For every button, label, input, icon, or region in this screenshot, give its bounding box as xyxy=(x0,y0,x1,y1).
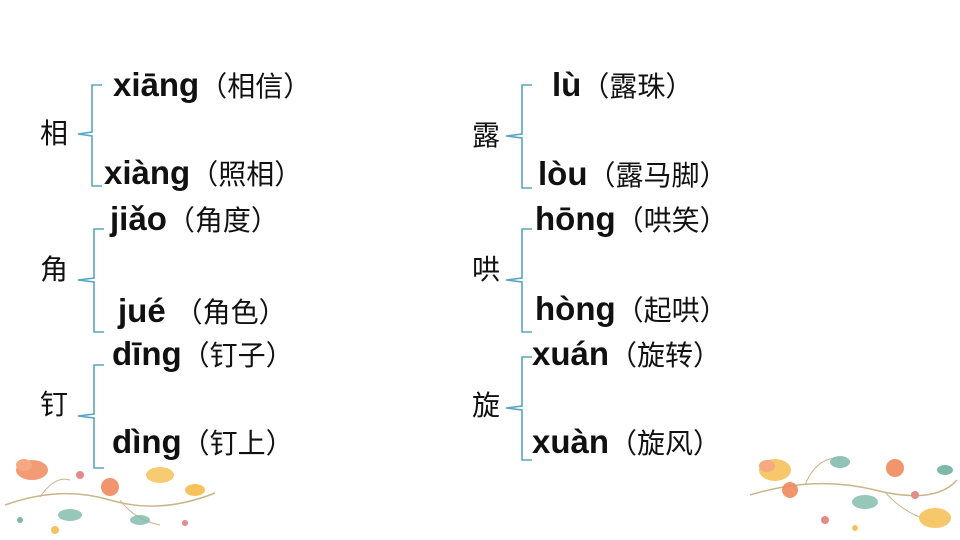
character: 哄 xyxy=(472,253,501,286)
pinyin: jué xyxy=(118,292,166,329)
reading-entry: hōng（哄笑） xyxy=(535,199,728,239)
character: 旋 xyxy=(472,389,501,422)
pinyin: jiǎo xyxy=(110,200,167,237)
reading-entry: lù（露珠） xyxy=(552,65,693,105)
pinyin: dīng xyxy=(112,335,182,372)
example-word: （哄笑） xyxy=(615,204,728,237)
reading-entry: hòng（起哄） xyxy=(535,289,728,329)
example-word: （旋风） xyxy=(609,427,722,460)
pinyin: hōng xyxy=(535,200,616,237)
floral-decoration-left xyxy=(4,459,216,534)
reading-entry: dīng（钉子） xyxy=(112,334,294,374)
character: 角 xyxy=(40,253,69,286)
bracket xyxy=(505,84,532,189)
reading-entry: jiǎo（角度） xyxy=(110,199,279,239)
character: 露 xyxy=(472,119,501,152)
pinyin: hòng xyxy=(535,290,616,327)
pinyin: xuàn xyxy=(532,423,610,460)
example-word: （露珠） xyxy=(581,70,694,103)
floral-decoration-right xyxy=(749,456,958,531)
pinyin: lù xyxy=(552,66,582,103)
example-word: （相信） xyxy=(199,70,312,103)
example-word: （旋转） xyxy=(609,339,722,372)
bracket xyxy=(77,364,104,469)
reading-entry: jué （角色） xyxy=(118,291,287,331)
bracket xyxy=(77,228,104,333)
example-word: （角度） xyxy=(166,204,279,237)
reading-entry: xuàn（旋风） xyxy=(532,422,721,462)
bracket xyxy=(77,84,102,187)
character: 相 xyxy=(40,117,69,150)
bracket xyxy=(505,228,532,333)
pinyin: xiāng xyxy=(113,66,200,103)
reading-entry: xuán（旋转） xyxy=(532,334,721,374)
example-word: （角色） xyxy=(165,296,287,329)
bracket xyxy=(505,356,532,461)
reading-entry: lòu（露马脚） xyxy=(538,154,728,194)
reading-entry: dìng（钉上） xyxy=(112,422,294,462)
pinyin: xuán xyxy=(532,335,610,372)
pinyin: dìng xyxy=(112,423,182,460)
example-word: （露马脚） xyxy=(587,159,728,192)
pinyin: lòu xyxy=(538,155,588,192)
example-word: （钉子） xyxy=(181,339,294,372)
example-word: （照相） xyxy=(190,158,303,191)
pinyin: xiàng xyxy=(104,154,191,191)
character: 钉 xyxy=(40,388,69,421)
reading-entry: xiàng（照相） xyxy=(104,153,302,193)
example-word: （钉上） xyxy=(181,427,294,460)
reading-entry: xiāng（相信） xyxy=(113,65,311,105)
example-word: （起哄） xyxy=(615,294,728,327)
